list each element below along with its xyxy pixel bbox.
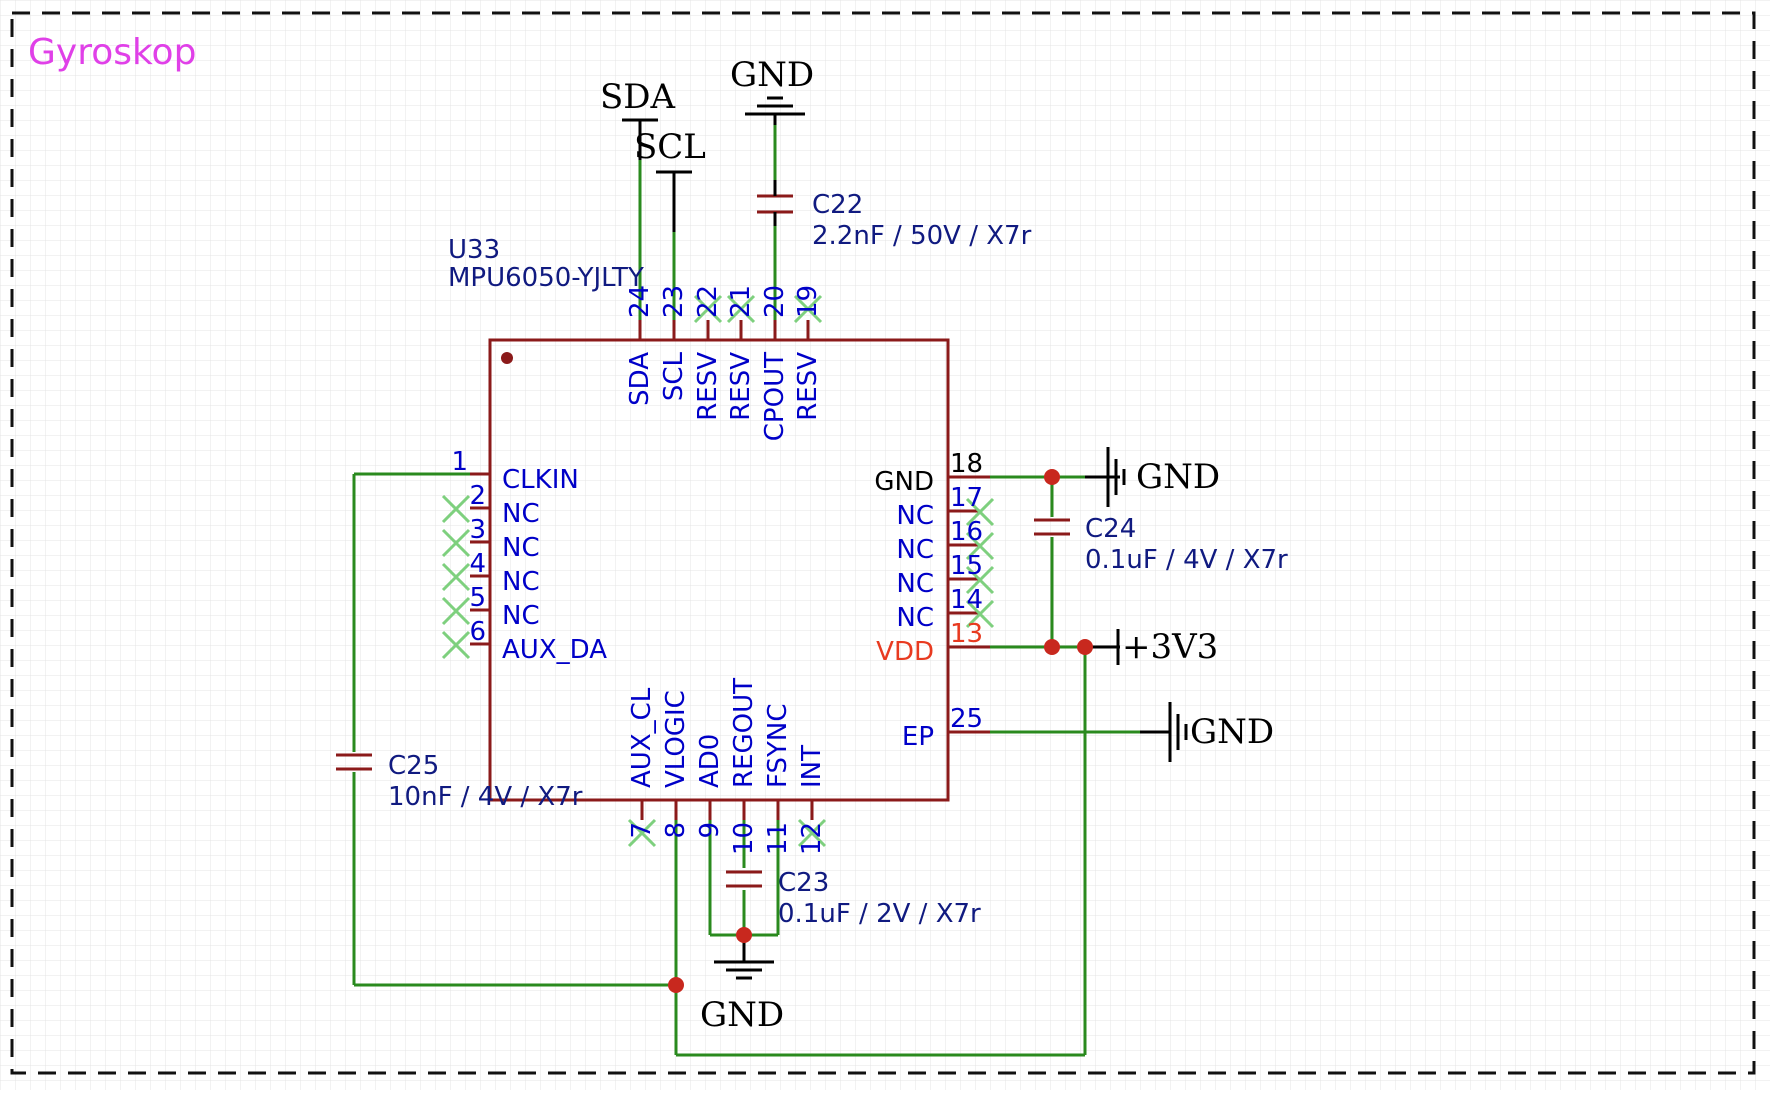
pin-3-num: 3 bbox=[469, 515, 486, 545]
gnd-symbol-ep bbox=[1168, 702, 1188, 762]
pin-20-num: 20 bbox=[760, 285, 790, 318]
pin-25-name: EP bbox=[902, 722, 934, 752]
pin-13-num: 13 bbox=[950, 619, 983, 649]
pin-7-name: AUX_CL bbox=[627, 687, 657, 788]
net-gnd-ep-label: GND bbox=[1190, 712, 1274, 752]
pin-18-num: 18 bbox=[950, 449, 983, 479]
c22-ref: C22 bbox=[812, 190, 863, 220]
pin-stubs bbox=[470, 320, 990, 820]
c25-ref: C25 bbox=[388, 751, 439, 781]
pin-16-num: 16 bbox=[950, 517, 983, 547]
pin-6-name: AUX_DA bbox=[502, 635, 607, 665]
pin-14-name: NC bbox=[896, 603, 934, 633]
pin-20-name: CPOUT bbox=[760, 352, 790, 441]
sheet-title: Gyroskop bbox=[28, 32, 196, 73]
pin-11-name: FSYNC bbox=[763, 704, 793, 789]
net-scl-label: SCL bbox=[634, 127, 706, 167]
net-3v3-label: +3V3 bbox=[1122, 627, 1218, 667]
pin-17-num: 17 bbox=[950, 483, 983, 513]
pin-7-num: 7 bbox=[627, 822, 657, 839]
sheet-frame bbox=[10, 11, 1756, 1075]
pin-17-name: NC bbox=[896, 501, 934, 531]
pin-19-name: RESV bbox=[793, 352, 823, 421]
net-gnd-top-label: GND bbox=[730, 55, 814, 95]
pin-24-num: 24 bbox=[625, 285, 655, 318]
net-sda-label: SDA bbox=[600, 77, 676, 117]
pin-15-num: 15 bbox=[950, 551, 983, 581]
pin-16-name: NC bbox=[896, 535, 934, 565]
pin-4-name: NC bbox=[502, 567, 540, 597]
pin-24-name: SDA bbox=[625, 352, 655, 406]
pin-25-num: 25 bbox=[950, 704, 983, 734]
pin-10-num: 10 bbox=[729, 822, 759, 855]
u33-body[interactable] bbox=[488, 338, 950, 802]
pin-18-name: GND bbox=[874, 467, 934, 497]
c23-ref: C23 bbox=[778, 868, 829, 898]
gnd-symbol-top bbox=[745, 96, 805, 125]
c24-value: 0.1uF / 4V / X7r bbox=[1085, 545, 1288, 575]
pin-3-name: NC bbox=[502, 533, 540, 563]
pin-1-name: CLKIN bbox=[502, 465, 579, 495]
no-connect-marks bbox=[441, 294, 995, 848]
pin-13-name: VDD bbox=[876, 637, 934, 667]
pin-21-name: RESV bbox=[726, 352, 756, 421]
pin-2-name: NC bbox=[502, 499, 540, 529]
pin-22-num: 22 bbox=[693, 285, 723, 318]
net-gnd-right-label: GND bbox=[1136, 457, 1220, 497]
pin-9-num: 9 bbox=[695, 822, 725, 839]
pin-14-num: 14 bbox=[950, 585, 983, 615]
pin-15-name: NC bbox=[896, 569, 934, 599]
pin-5-num: 5 bbox=[469, 583, 486, 613]
pin-21-num: 21 bbox=[726, 285, 756, 318]
pin-4-num: 4 bbox=[469, 549, 486, 579]
pin-2-num: 2 bbox=[469, 481, 486, 511]
pin-6-num: 6 bbox=[469, 617, 486, 647]
c25-value: 10nF / 4V / X7r bbox=[388, 782, 583, 812]
pin-22-name: RESV bbox=[693, 352, 723, 421]
pin-23-name: SCL bbox=[659, 351, 689, 401]
pin1-marker bbox=[501, 352, 513, 364]
pin-10-name: REGOUT bbox=[729, 678, 759, 788]
pin-1-num: 1 bbox=[451, 447, 468, 477]
pin-12-name: INT bbox=[797, 745, 827, 788]
capacitor-symbols bbox=[336, 194, 1070, 888]
net-gnd-bottom-label: GND bbox=[700, 995, 784, 1035]
pin-19-num: 19 bbox=[793, 285, 823, 318]
pin-5-name: NC bbox=[502, 601, 540, 631]
pin-8-num: 8 bbox=[661, 822, 691, 839]
c23-value: 0.1uF / 2V / X7r bbox=[778, 899, 981, 929]
pin-9-name: AD0 bbox=[695, 734, 725, 788]
u33-value: MPU6050-YJLTY bbox=[448, 263, 644, 293]
pin-8-name: VLOGIC bbox=[661, 690, 691, 788]
u33-ref: U33 bbox=[448, 235, 500, 265]
junction-dots bbox=[668, 469, 1093, 993]
pin-23-num: 23 bbox=[659, 285, 689, 318]
c24-ref: C24 bbox=[1085, 514, 1136, 544]
gnd-symbol-right-18 bbox=[1085, 447, 1126, 507]
pin-12-num: 12 bbox=[797, 822, 827, 855]
c22-value: 2.2nF / 50V / X7r bbox=[812, 221, 1032, 251]
pin-11-num: 11 bbox=[763, 822, 793, 855]
